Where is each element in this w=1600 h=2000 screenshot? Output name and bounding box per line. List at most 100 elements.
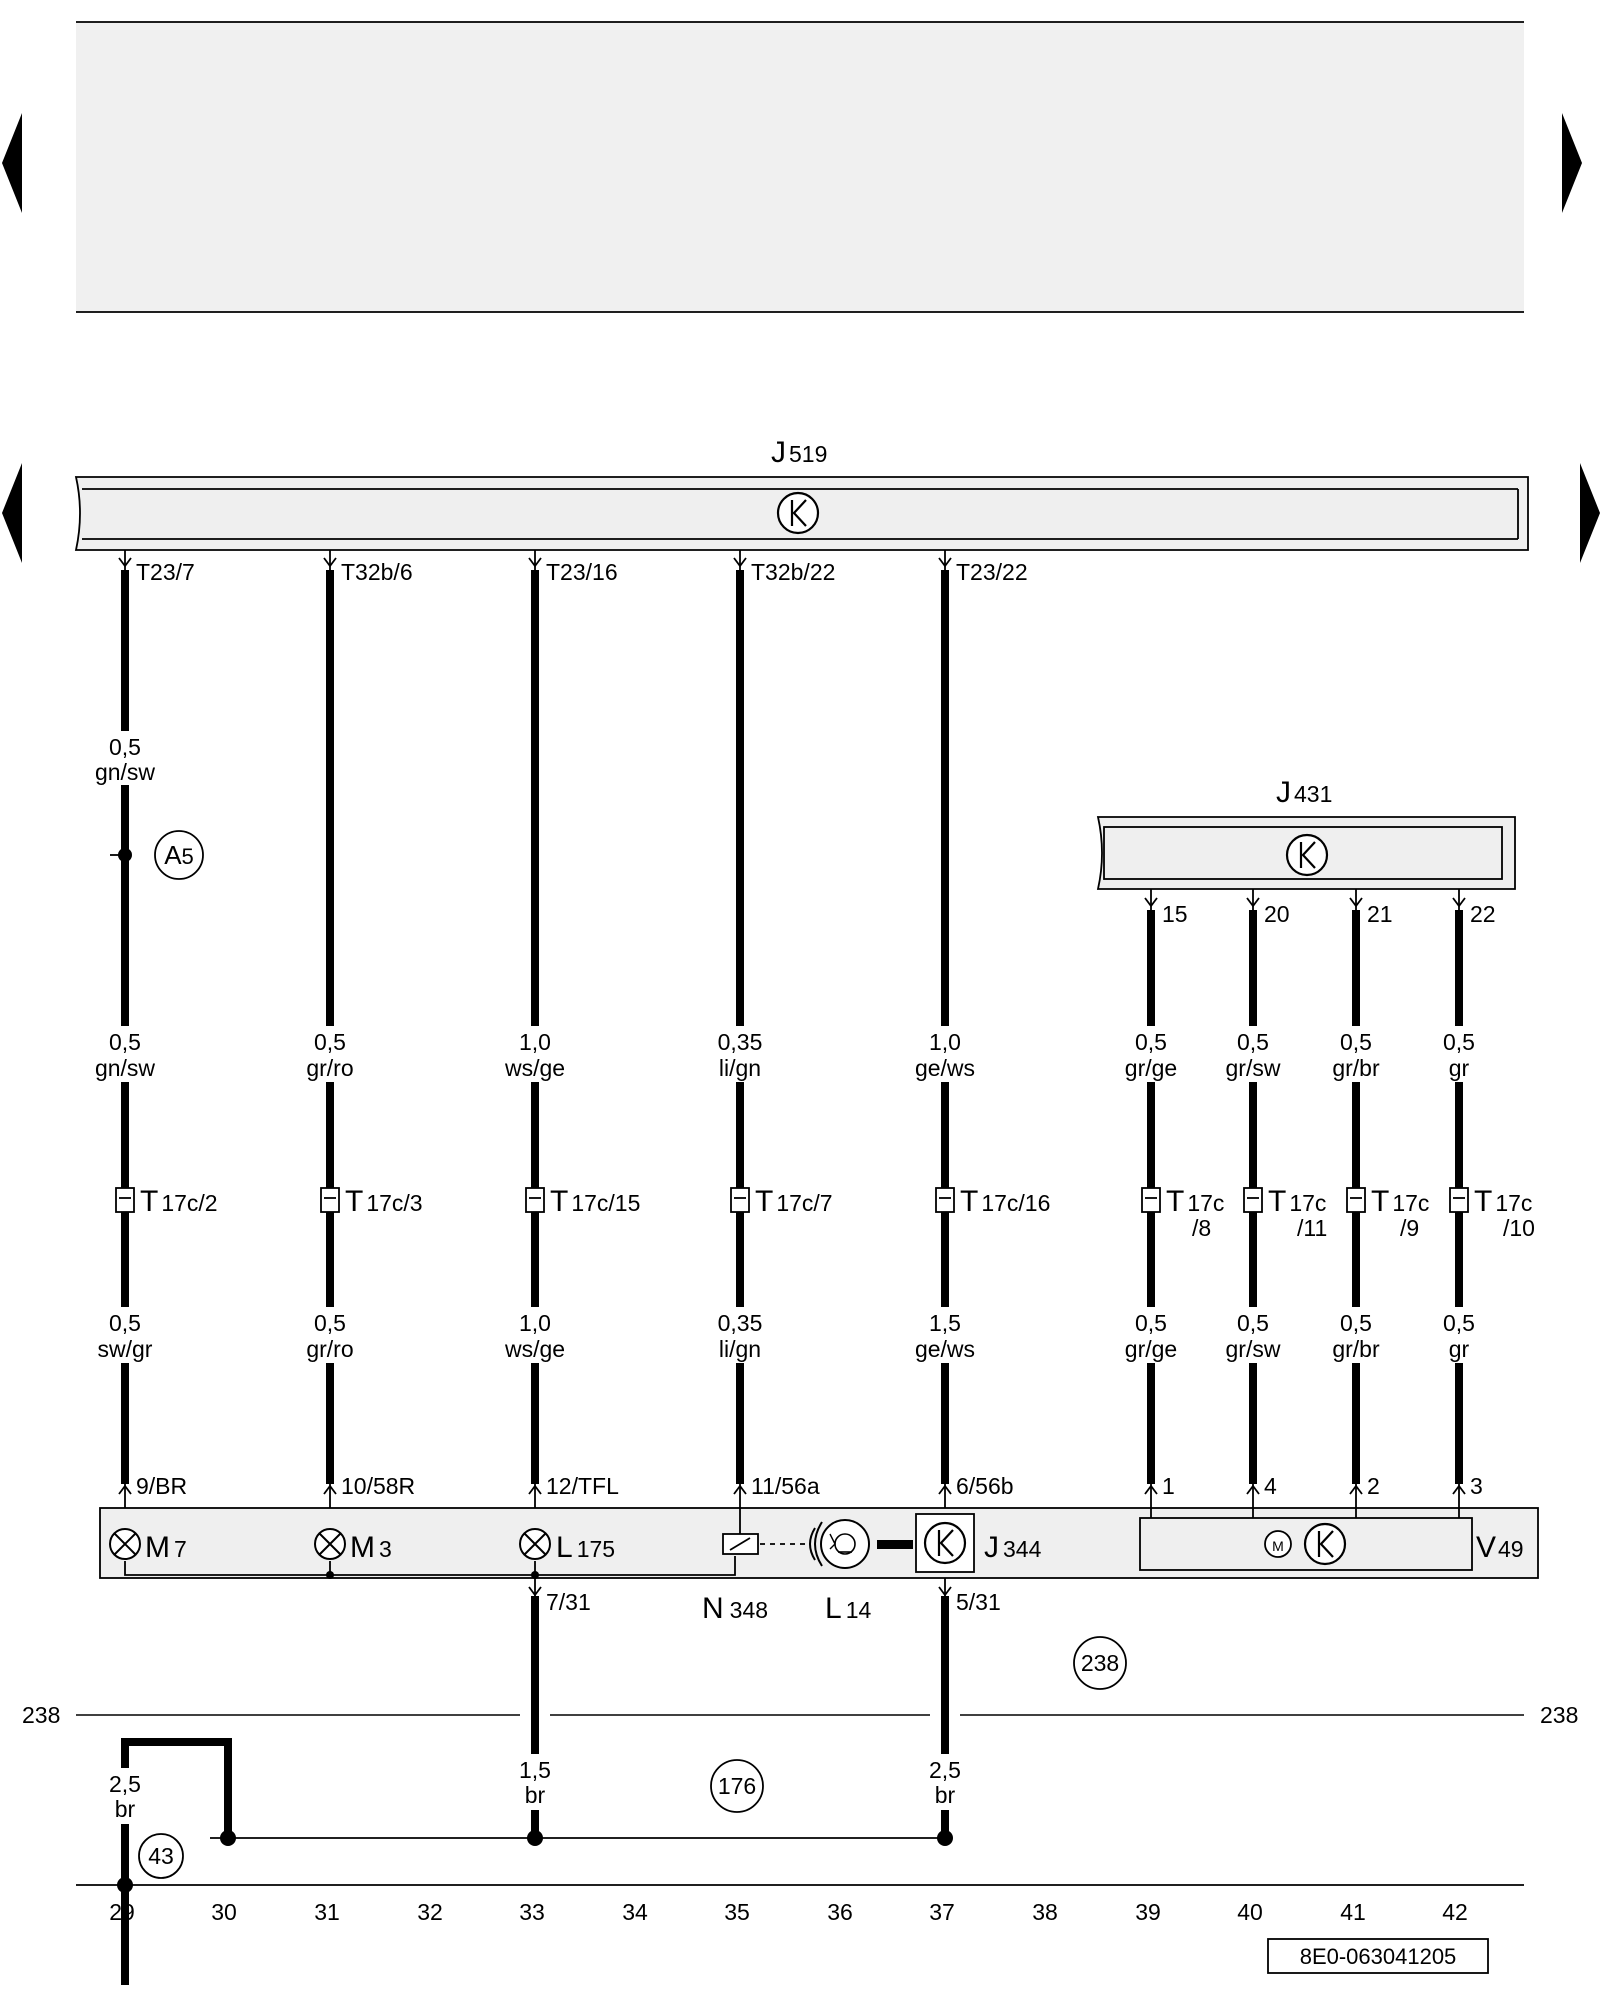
connector-icon [115, 1187, 135, 1213]
column-number: 38 [1032, 1899, 1058, 1925]
nav-prev-top-arrow[interactable] [2, 113, 22, 213]
ref-176-label: 176 [718, 1773, 756, 1799]
connector-sub-label: /9 [1400, 1215, 1419, 1241]
wire-color: gr [1449, 1336, 1470, 1362]
wire-color: ge/ws [915, 1055, 975, 1081]
wire-color: gr/ro [306, 1055, 353, 1081]
j431-pin-3: 21 [1367, 901, 1393, 927]
wire-color: sw/gr [98, 1336, 153, 1362]
nav-next-top-arrow[interactable] [1562, 113, 1582, 213]
wire-size: 1,0 [519, 1310, 551, 1336]
connector-icon [1243, 1187, 1263, 1213]
column-number: 33 [519, 1899, 545, 1925]
ref-43-label: 43 [148, 1843, 174, 1869]
ground-wire-color: br [115, 1796, 136, 1822]
unit-pin-stubs [118, 1484, 1466, 1598]
j519-pin-4: T32b/22 [751, 559, 835, 585]
unit-pin-label: 1 [1162, 1473, 1175, 1499]
column-number: 42 [1442, 1899, 1468, 1925]
splice-a5-dot [118, 848, 132, 862]
upper-wire-labels: 0,5 gn/sw 0,5 gr/ro 1,0 ws/ge 0,35 li/gn… [82, 1026, 1502, 1082]
wire-color: li/gn [719, 1055, 761, 1081]
column-number: 41 [1340, 1899, 1366, 1925]
connector-icon [1449, 1187, 1469, 1213]
wire-color: gr/ge [1125, 1336, 1177, 1362]
column-number: 34 [622, 1899, 648, 1925]
wire-size: 0,35 [718, 1310, 763, 1336]
j519-control-unit-icon [776, 491, 820, 535]
unit-pin-label: 2 [1367, 1473, 1380, 1499]
column-number: 31 [314, 1899, 340, 1925]
ground-wire-size: 2,5 [929, 1757, 961, 1783]
connector-icon [1346, 1187, 1366, 1213]
header-banner [76, 22, 1524, 312]
wire-size: 0,5 [109, 1029, 141, 1055]
wire-size: 0,5 [1340, 1310, 1372, 1336]
motor-v49-icon: M [1139, 1508, 1473, 1571]
wire-size: 1,5 [929, 1310, 961, 1336]
connector-sub-label: /10 [1503, 1215, 1535, 1241]
wire-color: ws/ge [504, 1055, 565, 1081]
nav-prev-bottom-arrow[interactable] [2, 463, 22, 563]
lamp-l175-icon [519, 1528, 551, 1560]
wire-size: 0,5 [1443, 1310, 1475, 1336]
ref-43-circle [138, 1833, 184, 1879]
connector-icon [730, 1187, 750, 1213]
wire-bundle [121, 570, 1463, 1985]
wire-color: gr/ro [306, 1336, 353, 1362]
control-unit-j344-icon [915, 1513, 975, 1573]
lamp-m7-icon [109, 1528, 141, 1560]
wire-size: 1,0 [519, 1029, 551, 1055]
j431-pin-stubs [1144, 889, 1466, 910]
connector-icon [935, 1187, 955, 1213]
j519-pin-1: T23/7 [136, 559, 195, 585]
unit-pin-label: 11/56a [751, 1473, 820, 1499]
wire-color: gn/sw [95, 1055, 155, 1081]
j519-pin-2: T32b/6 [341, 559, 413, 585]
connector-icon [320, 1187, 340, 1213]
module-j431 [1096, 816, 1516, 890]
lamp-m3-icon [314, 1528, 346, 1560]
ref-176-circle [710, 1759, 764, 1813]
wire-color: ws/ge [504, 1336, 565, 1362]
connector-sub-label: /11 [1297, 1215, 1327, 1241]
wire-label-c29-top-size: 0,5 [109, 734, 141, 760]
j519-pin-3: T23/16 [546, 559, 618, 585]
nav-next-bottom-arrow[interactable] [1580, 463, 1600, 563]
unit-pin-label: 10/58R [341, 1473, 415, 1499]
ref-238-circle-label: 238 [1081, 1650, 1119, 1676]
wire-size: 0,5 [1237, 1029, 1269, 1055]
column-number: 39 [1135, 1899, 1161, 1925]
doc-code-box [1267, 1938, 1489, 1974]
unit-pin-label: 9/BR [136, 1473, 187, 1499]
wire-color: ge/ws [915, 1336, 975, 1362]
splice-a5-label: A5 [164, 840, 194, 870]
t17c-connectors [115, 1187, 1469, 1213]
ref-238-right: 238 [1540, 1702, 1578, 1728]
wire-size: 0,5 [1340, 1029, 1372, 1055]
wire-label-c29-top-color: gn/sw [95, 759, 155, 785]
wire-size: 0,35 [718, 1029, 763, 1055]
unit-pin-label: 4 [1264, 1473, 1277, 1499]
unit-pin-label: 3 [1470, 1473, 1483, 1499]
wire-color: li/gn [719, 1336, 761, 1362]
wire-color: gr/sw [1226, 1336, 1281, 1362]
column-number: 30 [211, 1899, 237, 1925]
doc-code: 8E0-063041205 [1300, 1944, 1457, 1969]
j431-pin-1: 15 [1162, 901, 1188, 927]
unit-pin-label: 5/31 [956, 1589, 1001, 1615]
column-number: 40 [1237, 1899, 1263, 1925]
j431-pin-4: 22 [1470, 901, 1496, 927]
